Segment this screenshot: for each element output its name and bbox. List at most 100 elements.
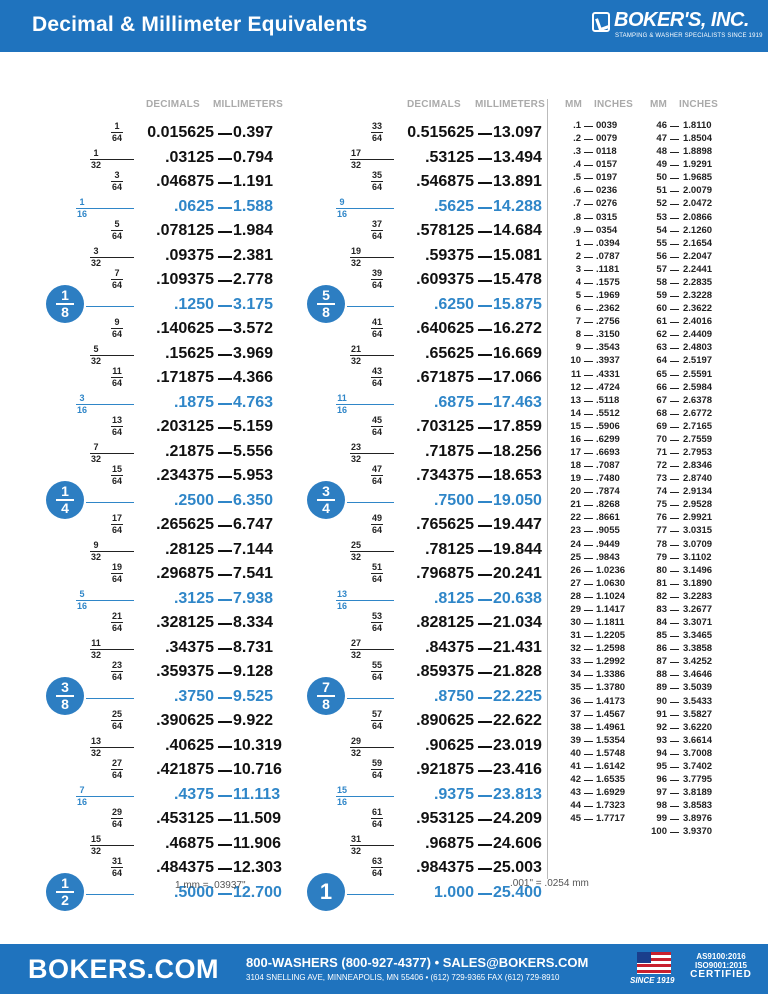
mm-value: 62 xyxy=(656,329,667,341)
mm-value: .6 xyxy=(573,185,581,197)
inch-value: 3.8976 xyxy=(683,813,713,825)
millimeter-value: 3.572 xyxy=(233,320,274,337)
mm-value: 96 xyxy=(656,774,667,785)
equals-dash xyxy=(670,505,679,507)
mm-value: 42 xyxy=(570,774,581,785)
equals-dash xyxy=(670,544,679,546)
mm-value: 67 xyxy=(656,394,667,406)
certification-badge: AS9100:2016 ISO9001:2015 CERTIFIED xyxy=(686,952,756,980)
equals-dash xyxy=(218,892,232,895)
inch-value: 0197 xyxy=(596,172,618,184)
decimal-value: .7500 xyxy=(433,491,474,509)
equals-dash xyxy=(584,688,593,690)
equals-dash xyxy=(584,191,593,193)
millimeter-value: 19.447 xyxy=(493,516,542,533)
millimeter-value: 5.556 xyxy=(233,442,274,460)
mm-inch-row: 12.4724 xyxy=(0,382,768,395)
fraction-leader-line xyxy=(350,256,394,258)
inch-value: 2.8740 xyxy=(683,473,713,485)
decimal-value: .28125 xyxy=(165,540,214,558)
equals-dash xyxy=(670,675,679,677)
decimal-value: .15625 xyxy=(165,344,214,362)
mm-value: 61 xyxy=(656,316,667,328)
millimeter-value: 8.731 xyxy=(233,638,274,656)
mm-value: 13 xyxy=(570,394,581,406)
brand-tagline: STAMPING & WASHER SPECIALISTS SINCE 1919 xyxy=(615,33,763,39)
inch-value: 0157 xyxy=(596,159,618,171)
decimal-value: .828125 xyxy=(416,614,474,631)
equals-dash xyxy=(670,426,679,428)
equals-dash xyxy=(584,413,593,415)
decimal-value: .09375 xyxy=(165,246,214,264)
inch-value: 1.1024 xyxy=(596,590,626,602)
mm-value: 2 xyxy=(575,250,581,262)
equals-dash xyxy=(218,721,232,723)
fraction-leader-line xyxy=(90,452,134,454)
mm-value: 74 xyxy=(656,486,667,498)
inch-value: 1.0630 xyxy=(596,577,626,589)
equals-dash xyxy=(218,427,232,429)
mm-value: 22 xyxy=(570,512,581,524)
equals-dash xyxy=(218,843,232,846)
decimal-value: .671875 xyxy=(416,369,474,386)
inch-value: 2.9528 xyxy=(683,499,713,511)
millimeter-value: 13.891 xyxy=(493,173,542,190)
inch-value: 1.2992 xyxy=(596,656,626,668)
inch-value: 3.0315 xyxy=(683,525,713,537)
mm-value: 34 xyxy=(570,669,581,681)
decimal-value: .21875 xyxy=(165,442,214,460)
equals-dash xyxy=(218,231,232,233)
equals-dash xyxy=(670,819,679,821)
inch-value: 0315 xyxy=(596,211,618,223)
decimal-value: 0.015625 xyxy=(147,124,214,141)
equals-dash xyxy=(478,672,492,674)
inch-value: .6299 xyxy=(596,433,620,445)
inch-value: 1.2598 xyxy=(596,643,626,655)
equals-dash xyxy=(218,206,232,209)
header-mm-2: MM xyxy=(650,99,668,110)
mm-inch-row: 11.4331 xyxy=(0,369,768,382)
decimal-value: 0.515625 xyxy=(407,124,474,141)
mm-inch-row: 6.2362 xyxy=(0,303,768,316)
decimal-value: .390625 xyxy=(156,712,214,729)
inch-value: .1181 xyxy=(596,263,620,275)
mm-value: 99 xyxy=(656,813,667,825)
millimeter-value: 15.875 xyxy=(493,295,542,313)
decimal-value: .421875 xyxy=(156,761,214,778)
millimeter-value: 16.669 xyxy=(493,344,542,362)
equals-dash xyxy=(670,492,679,494)
equals-dash xyxy=(584,453,593,454)
equals-dash xyxy=(584,649,593,651)
millimeter-value: 5.953 xyxy=(233,467,274,484)
footer-contact[interactable]: 800-WASHERS (800-927-4377) • SALES@BOKER… xyxy=(246,955,589,970)
decimal-value: .953125 xyxy=(416,810,474,827)
decimal-value: .1875 xyxy=(173,393,214,411)
mm-value: 64 xyxy=(656,355,667,367)
equals-dash xyxy=(584,753,593,755)
footer-website-link[interactable]: BOKERS.COM xyxy=(28,954,220,984)
equals-dash xyxy=(218,868,232,870)
equals-dash xyxy=(670,204,679,206)
inch-value: 2.7165 xyxy=(683,420,713,432)
mm-value: 37 xyxy=(570,708,581,720)
millimeter-value: 14.288 xyxy=(493,197,542,215)
millimeter-value: 17.066 xyxy=(493,369,542,386)
